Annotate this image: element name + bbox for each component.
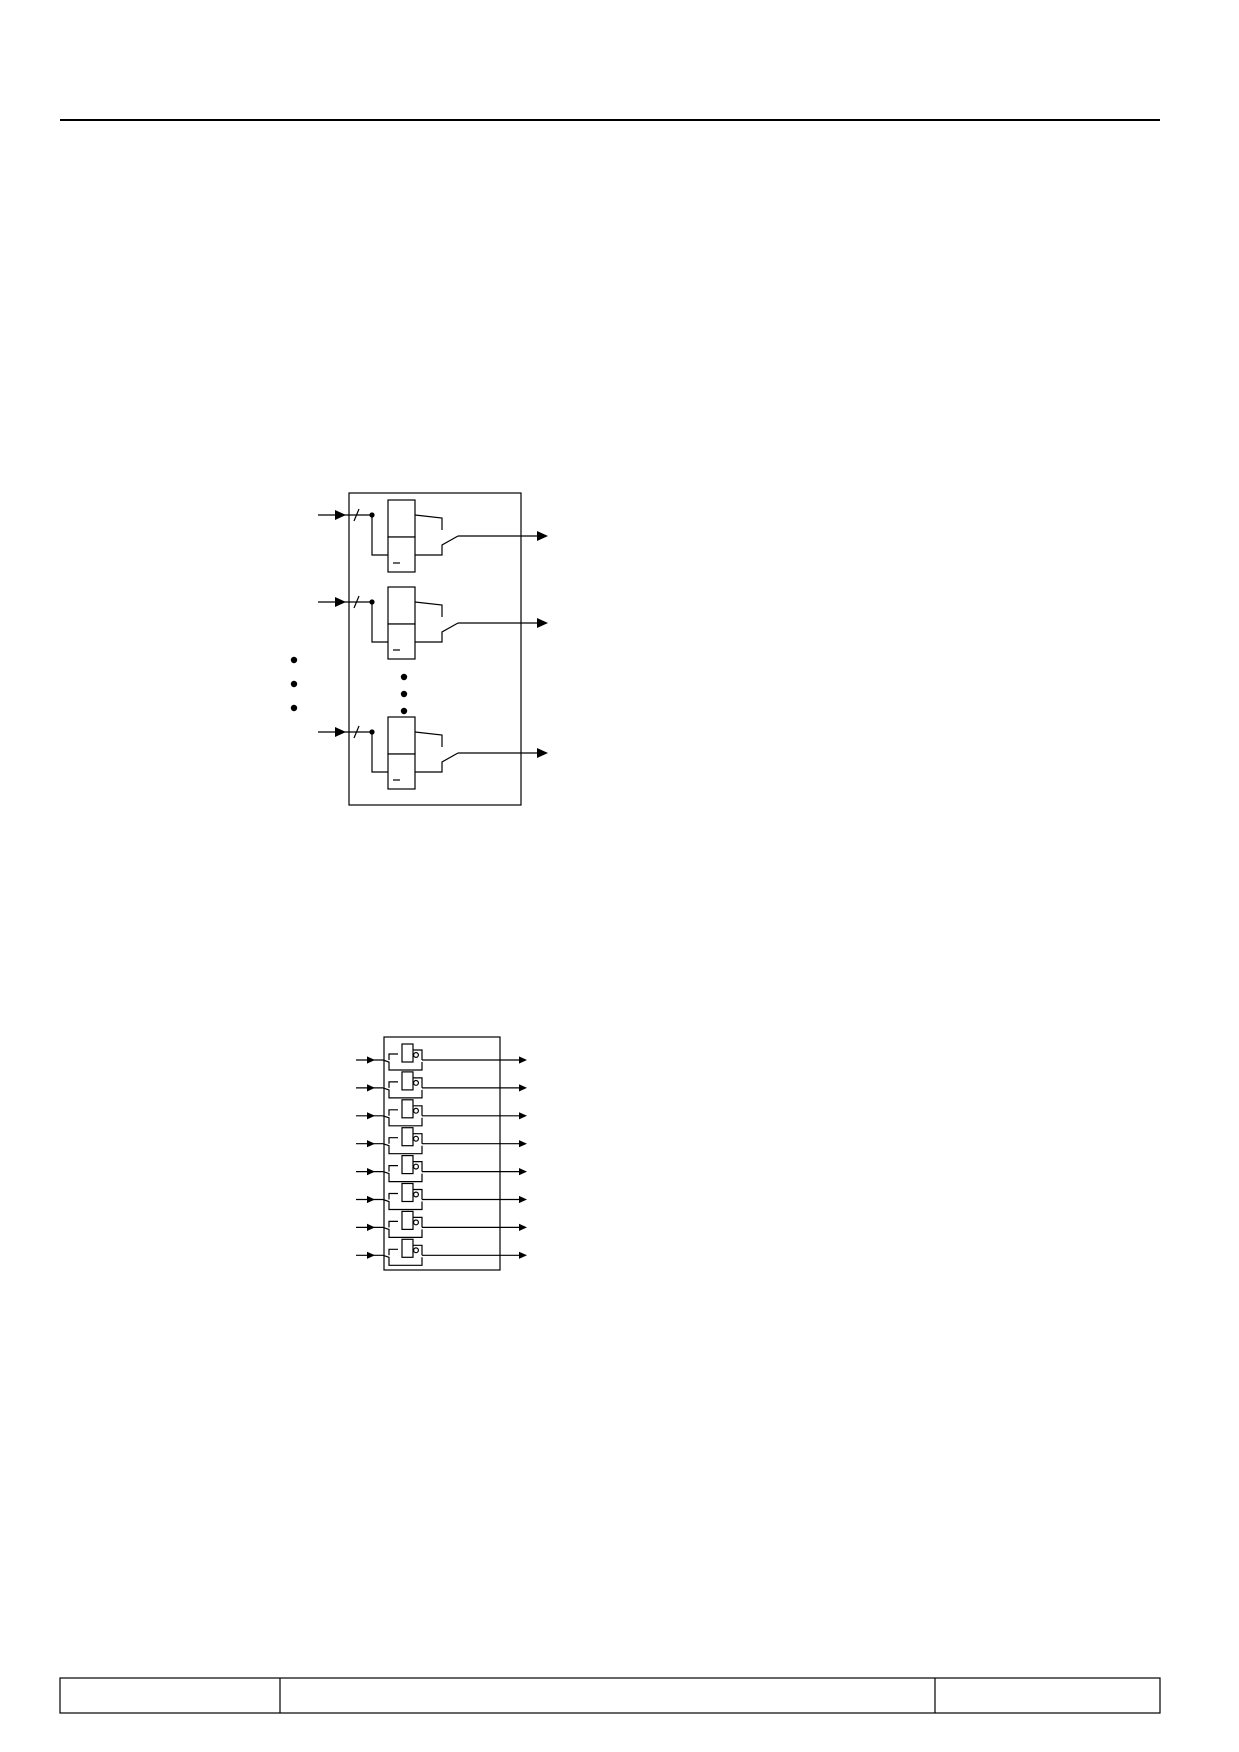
cell-output-wire [413,1160,423,1172]
cell [401,1043,414,1063]
cell-output-wire [413,1049,423,1060]
output-arrow [537,748,548,758]
channel-bottom-2 [356,1071,527,1099]
cell-output-wire [413,1188,423,1200]
channel-bottom-4 [356,1127,527,1155]
switch-upper-contact [414,731,443,747]
bus-slash-mark [353,725,360,739]
input-arrow [367,1140,375,1148]
cell-wiring [382,1226,423,1239]
output-arrow [519,1056,527,1064]
switch-lower-contact [415,622,459,643]
switch-upper-contact [414,514,443,530]
feed-line [371,515,388,556]
cell-upper [387,499,416,538]
output-arrow [537,531,548,541]
switch-lower-contact [415,752,459,773]
channel-top-2 [318,586,548,660]
inversion-bubble [413,1107,420,1114]
switch-lower-contact [415,535,459,556]
cell [401,1071,414,1091]
channel-bottom-7 [356,1210,527,1239]
output-arrow [519,1140,527,1148]
cell-upper [387,586,416,625]
input-arrow [367,1168,375,1176]
output-arrow [519,1195,527,1204]
cell-output-wire [413,1105,423,1116]
cell-output-wire [413,1216,423,1228]
cell-wiring [382,1087,423,1099]
register-diagram-top [318,492,548,806]
inversion-bubble [413,1191,420,1198]
cell-feed [388,1053,398,1060]
cell-feed [388,1109,398,1116]
footer-table [59,1677,1161,1714]
output-arrow [519,1251,527,1259]
cell-feed [388,1220,398,1228]
feed-line [371,602,388,643]
input-arrow [335,597,346,607]
cell [401,1099,414,1119]
input-arrow [367,1251,375,1259]
input-arrow [335,727,346,737]
cell [401,1182,414,1203]
cell [401,1154,414,1175]
input-arrow [367,1223,375,1231]
cell-wiring [382,1115,423,1127]
register-diagram-bottom [356,1036,527,1271]
input-arrow [367,1112,375,1120]
left-ellipsis-dots [290,656,298,712]
output-arrow [519,1223,527,1231]
feed-line [371,732,388,773]
cell-wiring [382,1059,423,1071]
channel-bottom-6 [356,1182,527,1211]
bus-slash-mark [353,508,360,522]
cell-lower [387,536,416,573]
input-arrow [367,1056,375,1064]
cell-feed [388,1248,398,1256]
cell-wiring [382,1254,423,1266]
cell-output-wire [413,1133,423,1144]
outer-block-top [348,492,522,806]
cell-feed [388,1137,398,1144]
bus-slash-mark [353,595,360,609]
cell-wiring [382,1171,423,1183]
cell [401,1210,414,1231]
cell [401,1127,414,1147]
output-arrow [519,1112,527,1120]
cell-feed [388,1081,398,1088]
output-arrow [537,618,548,628]
switch-upper-contact [414,601,443,617]
channel-bottom-5 [356,1154,527,1183]
input-arrow [335,510,346,520]
cell-upper [387,716,416,755]
inversion-bubble [413,1079,420,1086]
channel-bottom-3 [356,1099,527,1127]
channel-top-3 [318,716,548,790]
inversion-bubble [413,1163,420,1170]
channel-bottom-1 [356,1043,527,1071]
inversion-bubble [413,1135,420,1142]
channel-bottom-8 [356,1238,527,1266]
output-arrow [519,1168,527,1176]
cell-wiring [382,1198,423,1211]
input-arrow [367,1084,375,1092]
cell-output-wire [413,1244,423,1256]
cell-lower [387,753,416,790]
cell [401,1238,414,1258]
cell-output-wire [413,1077,423,1088]
inner-ellipsis-dots [400,673,408,715]
inversion-bubble [413,1247,420,1254]
channel-top-1 [318,499,548,573]
cell-feed [388,1164,398,1172]
input-arrow [367,1195,375,1204]
cell-feed [388,1192,398,1200]
inversion-bubble [413,1219,420,1226]
inversion-bubble [413,1051,420,1058]
cell-wiring [382,1143,423,1155]
output-arrow [519,1084,527,1092]
cell-lower [387,623,416,660]
